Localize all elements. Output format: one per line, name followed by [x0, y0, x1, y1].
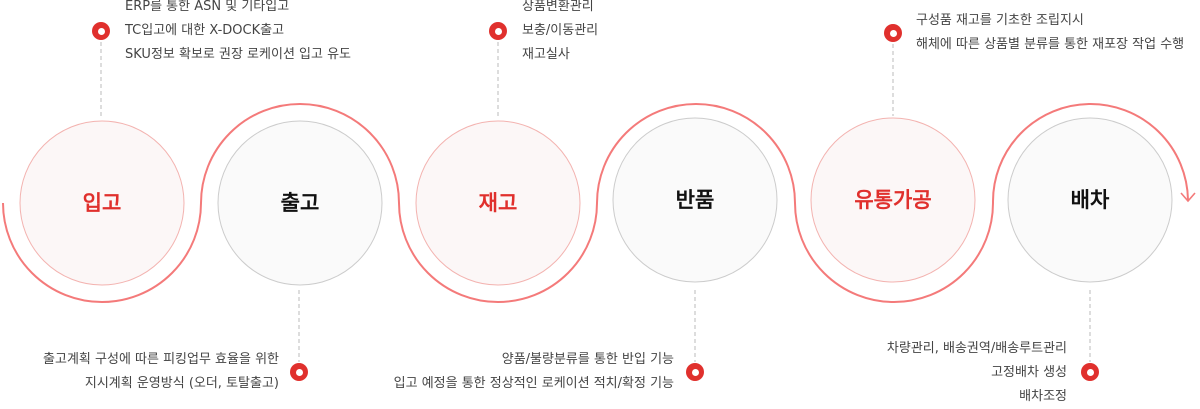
stage-description-dispatch: 차량관리, 배송권역/배송루트관리 고정배차 생성 배차조정: [887, 337, 1067, 409]
stage-description-outbound: 출고계획 구성에 따른 피킹업무 효율을 위한 지시계획 운영방식 (오더, 토…: [43, 348, 279, 396]
description-line: 배차조정: [1019, 389, 1067, 404]
description-line: 해체에 따른 상품별 분류를 통한 재포장 작업 수행: [916, 37, 1185, 52]
stage-label-inventory: 재고: [478, 191, 518, 215]
stage-description-processing: 구성품 재고를 기초한 조립지시 해체에 따른 상품별 분류를 통한 재포장 작…: [916, 9, 1184, 57]
stage-label-dispatch: 배차: [1070, 188, 1110, 212]
stage-circle-inbound: [19, 120, 185, 286]
stage-label-inbound: 입고: [82, 191, 122, 215]
description-line: 고정배차 생성: [991, 365, 1067, 380]
description-line: 양품/불량분류를 통한 반입 기능: [501, 352, 674, 367]
marker-dot-processing: [884, 24, 902, 42]
description-line: 보충/이동관리: [522, 23, 599, 38]
stage-circle-returns: [612, 117, 778, 283]
description-line: ERP를 통한 ASN 및 기타입고: [125, 0, 290, 14]
description-line: 지시계획 운영방식 (오더, 토탈출고): [84, 376, 279, 391]
marker-dot-dispatch: [1081, 363, 1099, 381]
stage-circle-dispatch: [1007, 117, 1173, 283]
description-line: 재고실사: [522, 47, 570, 62]
stage-description-inbound: ERP를 통한 ASN 및 기타입고 TC입고에 대한 X-DOCK출고 SKU…: [125, 0, 351, 67]
wave-path: [2, 103, 1189, 303]
description-line: TC입고에 대한 X-DOCK출고: [125, 23, 285, 38]
marker-dot-returns: [686, 363, 704, 381]
description-line: 차량관리, 배송권역/배송루트관리: [886, 341, 1067, 356]
stage-label-processing: 유통가공: [854, 188, 932, 212]
stage-circle-outbound: [217, 120, 383, 286]
marker-dot-outbound: [290, 363, 308, 381]
stage-description-inventory: 상품변환관리 보충/이동관리 재고실사: [522, 0, 598, 67]
description-line: SKU정보 확보로 권장 로케이션 입고 유도: [125, 47, 352, 62]
stage-circle-processing: [810, 117, 976, 283]
stage-circle-inventory: [415, 120, 581, 286]
marker-dot-inventory: [489, 22, 507, 40]
stage-label-returns: 반품: [675, 188, 715, 212]
description-line: 입고 예정을 통한 정상적인 로케이션 적치/확정 기능: [393, 376, 674, 391]
arrow-down-icon: [1180, 192, 1196, 203]
description-line: 구성품 재고를 기초한 조립지시: [916, 13, 1084, 28]
marker-dot-inbound: [92, 22, 110, 40]
description-line: 출고계획 구성에 따른 피킹업무 효율을 위한: [43, 352, 279, 367]
stage-label-outbound: 출고: [280, 191, 320, 215]
stage-description-returns: 양품/불량분류를 통한 반입 기능 입고 예정을 통한 정상적인 로케이션 적치…: [394, 348, 674, 396]
description-line: 상품변환관리: [522, 0, 594, 14]
